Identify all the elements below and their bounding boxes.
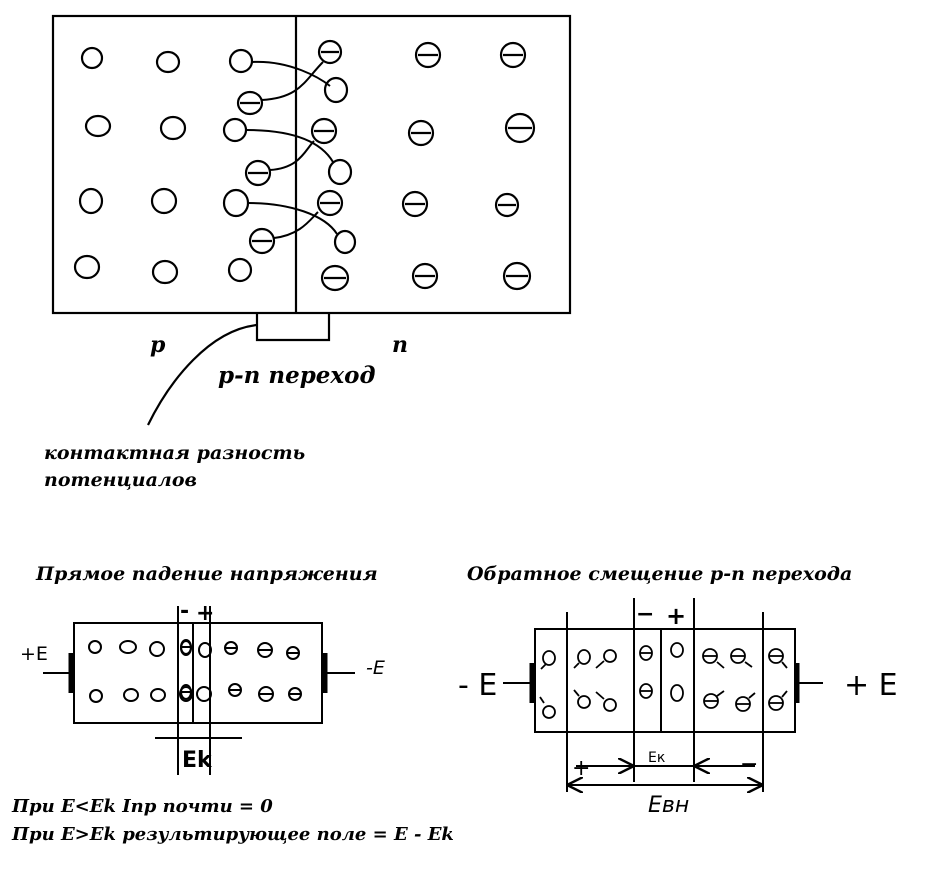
- electron-icon: [407, 119, 435, 147]
- reverse-right-label: + E: [844, 668, 898, 703]
- electron-icon: [703, 693, 719, 709]
- hole-icon: [222, 188, 250, 218]
- forward-crystal-outline: [73, 622, 323, 724]
- forward-bias-diagram: [43, 606, 355, 775]
- reverse-holes: [539, 642, 684, 719]
- junction-label: p-n переход: [218, 362, 375, 389]
- electron-icon: [236, 90, 264, 116]
- hole-icon: [84, 114, 112, 138]
- forward-bias-title: Прямое падение напряжения: [35, 563, 378, 585]
- hole-icon: [78, 187, 104, 215]
- hole-icon: [333, 229, 357, 255]
- hole-icon: [323, 76, 349, 104]
- forward-left-label: +E: [20, 643, 48, 665]
- electron-icon: [639, 683, 653, 699]
- diffusion-paths: [245, 60, 338, 239]
- hole-icon: [159, 115, 187, 141]
- n-region-electrons: [236, 39, 536, 292]
- hole-icon: [151, 259, 179, 285]
- reverse-plus-sign: +: [666, 602, 686, 630]
- electron-icon: [286, 646, 300, 660]
- electron-icon: [730, 648, 746, 664]
- reverse-ek-label: Eк: [648, 750, 665, 766]
- hole-icon: [80, 46, 104, 70]
- electron-icon: [180, 684, 192, 700]
- electron-icon: [768, 695, 784, 711]
- junction-bracket: [255, 313, 331, 342]
- hole-icon: [227, 257, 253, 283]
- forward-ek-label: Ek: [182, 748, 213, 773]
- forward-right-label: -E: [366, 657, 385, 679]
- top-crystal: [51, 14, 572, 426]
- electron-icon: [258, 686, 274, 702]
- electron-icon: [244, 159, 272, 187]
- electron-icon: [768, 648, 784, 664]
- electron-icon: [401, 190, 429, 218]
- electron-icon: [248, 227, 276, 255]
- reverse-bias-title: Обратное смещение p-n перехода: [467, 563, 852, 585]
- forward-note-line2: При E>Ek результирующее поле = E - Ek: [11, 824, 454, 845]
- forward-minus-sign: -: [180, 599, 189, 624]
- reverse-arrow-minus: −: [740, 752, 758, 777]
- electron-icon: [180, 639, 192, 655]
- electron-icon: [414, 41, 442, 69]
- electron-icon: [320, 264, 350, 292]
- hole-icon: [155, 50, 181, 74]
- electron-icon: [224, 641, 238, 655]
- reverse-left-label: - E: [458, 668, 497, 703]
- hole-icon: [150, 187, 178, 215]
- n-region-label: n: [392, 332, 408, 358]
- electron-icon: [494, 192, 520, 218]
- reverse-crystal-outline: [534, 628, 796, 733]
- reverse-bias-diagram: [503, 598, 823, 792]
- electron-icon: [317, 39, 343, 65]
- electron-icon: [504, 112, 536, 144]
- electron-icon: [702, 648, 718, 664]
- forward-note-line1: При E<Ek Iпр почти = 0: [11, 796, 273, 817]
- crystal-outline: [51, 14, 572, 315]
- forward-holes: [88, 640, 212, 703]
- hole-icon: [222, 117, 248, 143]
- p-region-holes: [73, 46, 357, 285]
- electron-icon: [288, 687, 302, 701]
- electron-icon: [502, 261, 532, 291]
- reverse-evn-label: Eвн: [648, 793, 689, 818]
- electron-icon: [257, 642, 273, 658]
- electron-icon: [735, 696, 751, 712]
- forward-electrons: [180, 639, 302, 702]
- hole-icon: [73, 254, 101, 280]
- electron-icon: [499, 41, 527, 69]
- p-region-label: p: [150, 332, 166, 358]
- hole-icon: [327, 158, 353, 186]
- reverse-minus-sign: −: [636, 602, 654, 627]
- electron-icon: [411, 262, 439, 290]
- electron-icon: [310, 117, 338, 145]
- reverse-arrow-plus: +: [572, 756, 590, 781]
- reverse-electrons: [639, 645, 788, 712]
- electron-icon: [639, 645, 653, 661]
- contact-potential-label-line2: потенциалов: [44, 469, 197, 491]
- forward-plus-sign: +: [196, 601, 214, 626]
- contact-potential-label-line1: контактная разность: [44, 442, 305, 464]
- contact-pointer-line: [147, 323, 258, 426]
- hole-icon: [228, 48, 254, 74]
- electron-icon: [316, 189, 344, 217]
- electron-icon: [228, 683, 242, 697]
